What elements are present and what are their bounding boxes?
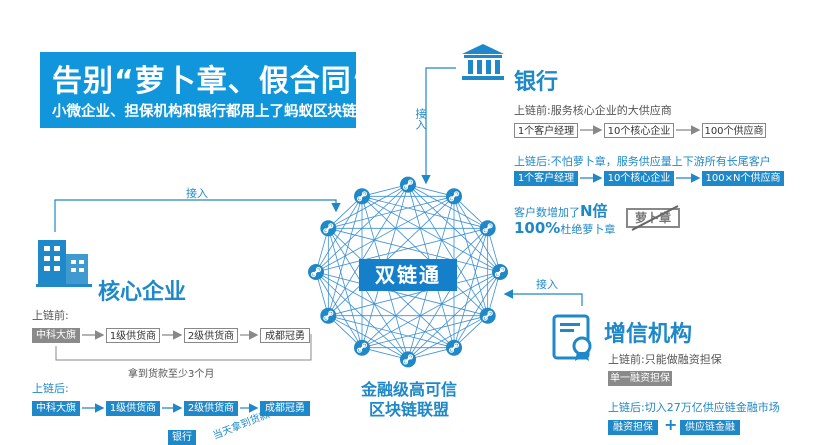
bank-stop: 100%杜绝萝卜章 xyxy=(514,218,615,237)
core-before-label: 上链前: xyxy=(32,309,69,322)
network-edge xyxy=(453,271,501,348)
network-edge xyxy=(453,196,501,273)
chain-link-icon xyxy=(354,339,370,356)
network-edge xyxy=(327,228,409,360)
bank-stop-value: 100% xyxy=(514,219,561,237)
chain-link-icon xyxy=(446,339,462,356)
network-edge xyxy=(361,271,501,349)
title-banner xyxy=(40,52,356,128)
network-edge xyxy=(327,196,363,316)
network-edge xyxy=(407,184,489,316)
core-before-node-1: 中科大旗 xyxy=(32,328,80,343)
network-edge xyxy=(327,184,409,316)
chain-link-icon xyxy=(320,307,337,324)
core-after-node-2: 1级供货商 xyxy=(106,401,160,416)
chain-link-icon xyxy=(479,220,496,237)
network-edge xyxy=(407,315,488,360)
network-edge xyxy=(361,196,488,316)
network-edge xyxy=(328,184,409,229)
page-title: 告别“萝卜章、假合同” xyxy=(52,64,373,99)
bank-icon xyxy=(460,42,506,86)
bank-after-node-3: 100×N个供应商 xyxy=(702,171,784,186)
core-title: 核心企业 xyxy=(98,280,187,305)
network-edge xyxy=(407,184,488,229)
building-icon xyxy=(36,234,92,292)
network-edge xyxy=(315,271,488,317)
page-subtitle: 小微企业、担保机构和银行都用上了蚂蚁区块链 xyxy=(52,104,357,120)
certificate-icon xyxy=(552,314,596,366)
core-before-node-4: 成都冠勇 xyxy=(260,328,310,343)
core-after-node-3: 2级供货商 xyxy=(184,401,238,416)
core-before-node-3: 2级供货商 xyxy=(184,328,238,343)
network-edge xyxy=(315,227,488,273)
network-edge xyxy=(315,271,363,348)
credit-before-label: 上链前:只能做融资担保 xyxy=(608,353,722,366)
network-edge xyxy=(361,195,501,273)
network-edge xyxy=(315,196,363,273)
credit-after-box-1: 融资担保 xyxy=(608,420,658,435)
chain-link-icon xyxy=(446,188,462,205)
bank-before-label: 上链前:服务核心企业的大供应商 xyxy=(514,104,672,117)
bank-after-node-1: 1个客户经理 xyxy=(514,171,578,186)
alliance-caption-line1: 金融级高可信 xyxy=(360,380,457,399)
network-edge xyxy=(328,315,409,360)
chain-link-icon xyxy=(400,351,416,368)
chain-link-icon xyxy=(400,176,416,193)
credit-plus: + xyxy=(664,415,678,434)
core-after-node-1: 中科大旗 xyxy=(32,401,80,416)
credit-join-label: 接入 xyxy=(536,278,558,291)
chain-link-icon xyxy=(320,220,337,237)
core-join-label: 接入 xyxy=(186,187,208,200)
core-after-node-4: 成都冠勇 xyxy=(260,401,310,416)
bank-before-node-1: 1个客户经理 xyxy=(514,123,578,138)
credit-title: 增信机构 xyxy=(604,322,693,347)
core-before-node-2: 1级供货商 xyxy=(106,328,160,343)
network-edge xyxy=(315,271,455,349)
network-edge xyxy=(361,195,488,229)
network-edge xyxy=(327,228,363,348)
chain-link-icon xyxy=(492,264,508,280)
credit-before-box: 单一融资担保 xyxy=(608,371,672,386)
bank-after-node-2: 10个核心企业 xyxy=(604,171,674,186)
bank-stop-suffix: 杜绝萝卜章 xyxy=(560,223,616,236)
bank-join-label: 接入 xyxy=(414,108,427,130)
network-edge xyxy=(328,271,501,317)
credit-after-box-2: 供应链金融 xyxy=(680,420,740,435)
bank-before-node-3: 100个供应商 xyxy=(702,123,766,138)
core-before-note: 拿到货款至少3个月 xyxy=(128,369,215,380)
network-nodes xyxy=(308,176,508,368)
network-edge xyxy=(407,228,489,360)
credit-after-label: 上链后:切入27万亿供应链金融市场 xyxy=(608,401,780,414)
bank-growth: 客户数增加了N倍 xyxy=(514,200,608,221)
bank-growth-prefix: 客户数增加了 xyxy=(514,206,580,219)
chain-link-icon xyxy=(479,307,496,324)
network-edge xyxy=(315,195,455,273)
bank-before-node-2: 10个核心企业 xyxy=(604,123,674,138)
core-after-label: 上链后: xyxy=(32,382,69,395)
bank-title: 银行 xyxy=(514,70,559,95)
bank-after-label: 上链后:不怕萝卜章，服务供应量上下游所有长尾客户 xyxy=(514,155,771,168)
alliance-caption-line2: 区块链联盟 xyxy=(368,400,449,419)
network-edge xyxy=(328,196,455,316)
chain-link-icon xyxy=(308,264,324,280)
fake-stamp-icon: 萝卜章 xyxy=(626,204,684,232)
chain-link-icon xyxy=(354,188,370,205)
bank-growth-value: N倍 xyxy=(580,202,608,220)
center-hub-label: 双链通 xyxy=(359,259,457,291)
network-edge xyxy=(328,227,501,273)
